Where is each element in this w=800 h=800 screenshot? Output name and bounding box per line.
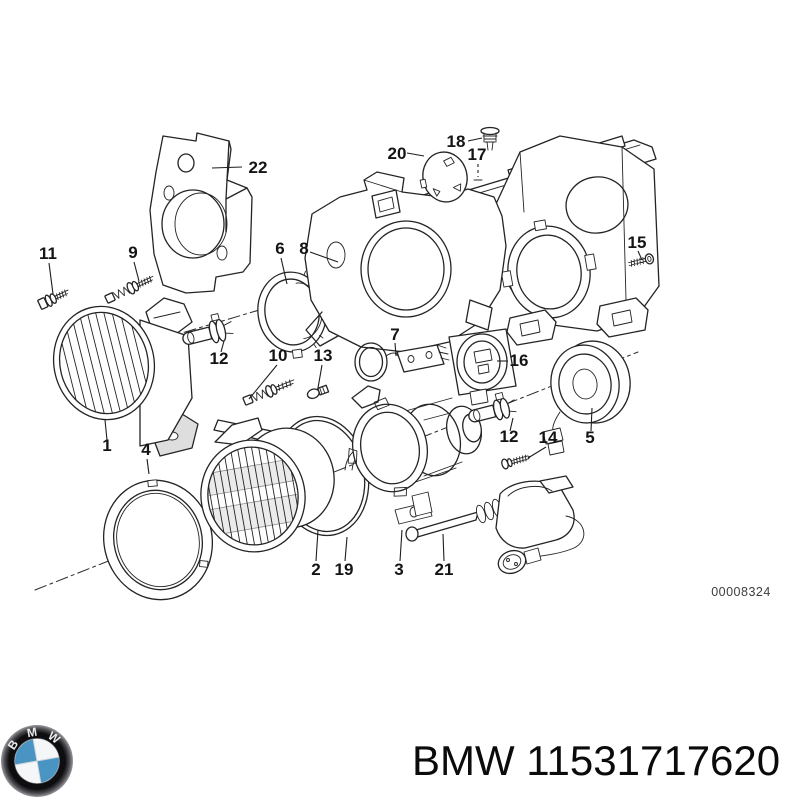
leader-line-19-20 — [344, 536, 348, 562]
logo-quadrant-blue-br — [37, 757, 59, 783]
part-label-9-6: 9 — [128, 243, 137, 262]
leader-line-15-4 — [637, 250, 643, 261]
leader-line-8-8 — [309, 251, 339, 263]
part-label-12-14: 12 — [500, 427, 519, 446]
part-label-4-18: 4 — [141, 440, 151, 459]
leader-line-12-14 — [509, 417, 514, 432]
logo-quadrant-white-bl — [15, 761, 41, 783]
leader-line-18-2 — [467, 137, 483, 142]
leader-line-14-15 — [527, 446, 547, 459]
leader-line-12-9 — [220, 340, 225, 353]
part-13-small-bulb — [306, 384, 330, 400]
part-15-screw — [628, 253, 655, 267]
part-7-seal-and-plug — [354, 342, 450, 382]
part-label-2-19: 2 — [311, 560, 320, 579]
leader-line-20-1 — [406, 152, 425, 157]
part-label-6-7: 6 — [275, 239, 284, 258]
leader-line-22-0 — [211, 166, 243, 169]
leader-line-21-22 — [442, 533, 445, 562]
part-5-cover-cap — [542, 340, 631, 456]
part-18-expansion-clip — [480, 126, 500, 151]
part-label-18-2: 18 — [447, 132, 466, 151]
part-4-trim-ring — [102, 479, 214, 601]
part-label-12-9: 12 — [210, 349, 229, 368]
part-22-mounting-bracket — [149, 132, 253, 294]
part-10-adjusting-screw — [242, 379, 295, 406]
part-label-8-8: 8 — [299, 239, 308, 258]
housing-mount-feet — [506, 297, 649, 346]
part-label-15-4: 15 — [628, 233, 647, 252]
part-label-19-20: 19 — [335, 560, 354, 579]
part-14-screw — [501, 454, 531, 470]
part-3-projector-unit — [347, 385, 483, 517]
part-label-13-11: 13 — [314, 346, 333, 365]
part-number-caption: BMW 11531717620 — [412, 737, 780, 784]
leader-line-4-18 — [146, 458, 150, 475]
part-label-17-3: 17 — [468, 145, 487, 164]
part-12-bulb-fog — [182, 313, 234, 345]
logo-quadrant-white-tr — [33, 739, 59, 761]
part-label-20-1: 20 — [388, 144, 407, 163]
part-12-bulb-projector — [468, 392, 517, 423]
part-label-21-22: 21 — [435, 560, 454, 579]
part-2-lowbeam-headlight — [200, 417, 433, 553]
drawing-number: 00008324 — [711, 585, 771, 599]
part-label-11-5: 11 — [39, 244, 57, 263]
leader-line-13-11 — [317, 364, 323, 389]
part-16-bulb-socket — [448, 328, 517, 406]
leader-line-10-10 — [248, 364, 278, 400]
part-label-22-0: 22 — [249, 158, 268, 177]
part-label-5-16: 5 — [585, 428, 594, 447]
leader-line-6-7 — [280, 257, 288, 285]
part-1-fog-light — [52, 297, 199, 457]
part-label-1-17: 1 — [102, 436, 111, 455]
leader-line-7-12 — [394, 342, 397, 357]
logo-letter-M: M — [26, 725, 38, 741]
leader-line-3-21 — [399, 529, 403, 562]
diagram-artwork — [34, 126, 660, 601]
leader-line-2-19 — [315, 529, 319, 562]
logo-quadrant-blue-tl — [15, 739, 37, 765]
part-label-14-15: 14 — [539, 428, 558, 447]
part-21-leveling-actuator — [405, 475, 585, 575]
part-9-adjusting-screw — [104, 275, 154, 304]
leader-line-5-16 — [590, 407, 593, 432]
leader-line-11-5 — [48, 262, 54, 295]
part-label-10-10: 10 — [269, 346, 288, 365]
part-11-screw — [37, 289, 69, 310]
part-label-3-21: 3 — [394, 560, 403, 579]
part-20-cover-disc — [419, 151, 468, 203]
part-8-headlight-frame — [304, 171, 507, 353]
leader-line-1-17 — [104, 419, 108, 441]
part-lowbeam-retaining-ring — [500, 219, 597, 319]
part-label-16-13: 16 — [510, 351, 529, 370]
part-label-7-12: 7 — [390, 325, 399, 344]
leader-line-9-6 — [133, 261, 140, 282]
